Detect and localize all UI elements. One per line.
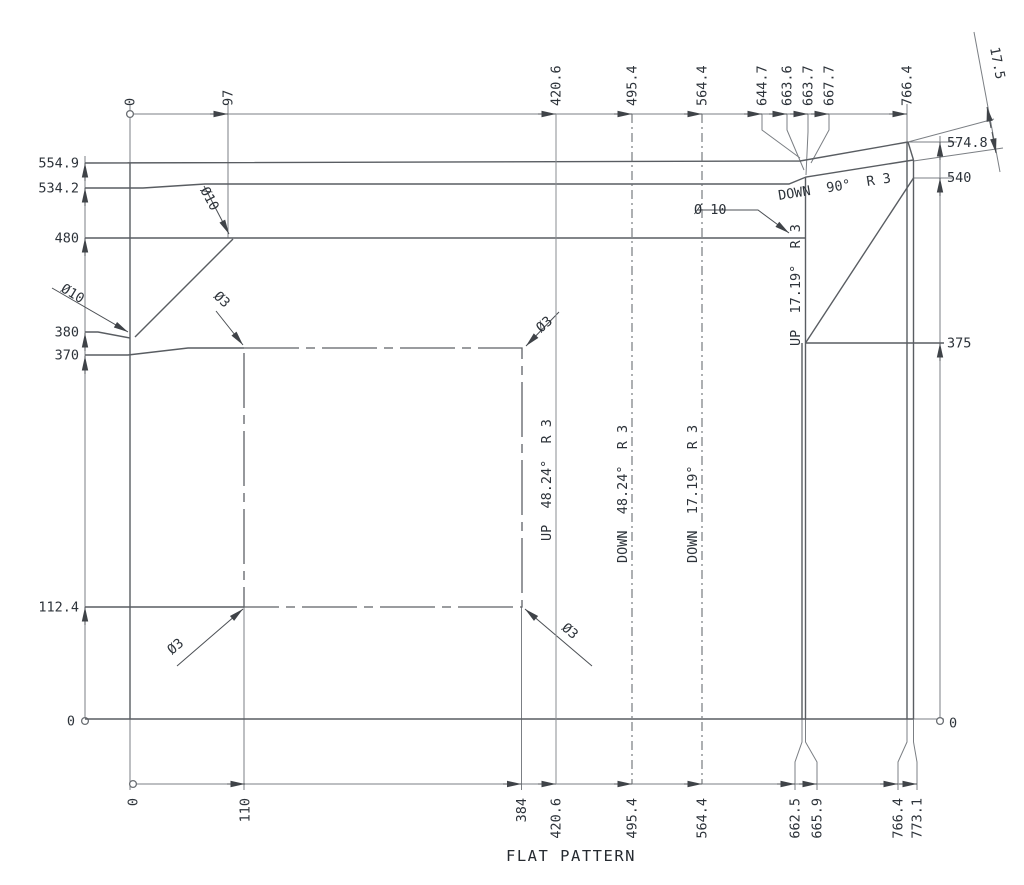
- top-dim-label-564: 564.4: [695, 65, 711, 106]
- diag-extension-bottom: [913, 147, 1004, 162]
- origin-marker-top: [125, 109, 135, 119]
- bend-note-up1719: UP 17.19° R 3: [788, 224, 804, 346]
- extension-x766-bottom: [897, 719, 908, 790]
- drawing-caption: FLAT PATTERN: [506, 847, 636, 865]
- d10-right-callout: Ø 10: [694, 202, 727, 218]
- extension-x662: [794, 719, 803, 790]
- bottom-dim-label-495: 495.4: [625, 798, 641, 839]
- left-dim-label-480: 480: [55, 231, 79, 247]
- bottom-dim-label-662: 662.5: [788, 798, 804, 839]
- wall-diagonal-edge: [804, 177, 915, 344]
- leader-d10-left: [51, 287, 129, 333]
- leader-d3-botright: [524, 608, 593, 667]
- top-dim-label-663a: 663.6: [780, 65, 796, 106]
- dimension-arrows: [81, 106, 997, 788]
- top-dim-label-644: 644.7: [755, 65, 771, 106]
- top-dim-label-667: 667.7: [822, 65, 838, 106]
- diag-extension-top: [907, 118, 995, 143]
- left-dim-label-370: 370: [55, 348, 79, 364]
- part-outline: [84, 114, 944, 784]
- right-dim-label-540: 540: [947, 170, 971, 186]
- bottom-dim-label-110: 110: [238, 798, 254, 822]
- left-dim-label-534: 534.2: [38, 181, 79, 197]
- dimension-labels: 0 97 420.6 495.4 564.4 644.7 663.6 663.7…: [38, 46, 1008, 839]
- leader-d3-botleft: [176, 608, 244, 667]
- right-dim-label-574: 574.8: [947, 135, 988, 151]
- top-dim-label-663b: 663.7: [801, 65, 817, 106]
- leader-d3-topleft: [215, 310, 244, 346]
- bend-note-down4824: DOWN 48.24° R 3: [615, 425, 631, 563]
- bottom-dim-label-0: 0: [126, 798, 142, 806]
- left-dim-label-554: 554.9: [38, 156, 79, 172]
- bottom-dim-label-420: 420.6: [549, 798, 565, 839]
- extension-x773: [913, 719, 918, 790]
- leader-d3-topright: [525, 311, 560, 347]
- right-dim-label-0: 0: [949, 716, 957, 732]
- bend-line-down90: [85, 159, 914, 189]
- bottom-dim-label-564: 564.4: [695, 798, 711, 839]
- leader-d10-right: [697, 209, 790, 234]
- bend-note-up4824: UP 48.24° R 3: [539, 419, 555, 541]
- extension-x644: [761, 114, 801, 159]
- left-dim-label-380: 380: [55, 325, 79, 341]
- bend-note-down1719: DOWN 17.19° R 3: [685, 425, 701, 563]
- extension-x665: [805, 719, 818, 790]
- extension-x663b: [805, 114, 809, 176]
- bottom-dim-label-384: 384: [514, 798, 530, 822]
- extension-y380: [85, 331, 131, 339]
- extension-x667: [810, 114, 830, 164]
- bottom-dim-label-766: 766.4: [891, 798, 907, 839]
- bottom-dim-label-773: 773.1: [910, 798, 926, 839]
- left-dim-label-112: 112.4: [38, 600, 79, 616]
- line-y370: [85, 347, 244, 356]
- bend-annotations: UP 48.24° R 3 DOWN 48.24° R 3 DOWN 17.19…: [539, 170, 892, 563]
- top-dim-label-766: 766.4: [900, 65, 916, 106]
- diag-dim-label: 17.5: [986, 46, 1008, 81]
- leader-lines: [51, 185, 790, 667]
- square-cutout: [243, 347, 523, 608]
- leader-d10-topleft: [203, 185, 230, 235]
- top-dim-label-420: 420.6: [549, 65, 565, 106]
- top-dim-label-495: 495.4: [625, 65, 641, 106]
- top-edge: [84, 141, 909, 164]
- top-dim-label-97: 97: [221, 90, 237, 106]
- origin-marker-bottom: [128, 779, 138, 789]
- right-dim-label-375: 375: [947, 336, 971, 352]
- left-dim-label-0: 0: [67, 714, 75, 730]
- origin-marker-right: [935, 716, 945, 726]
- corner-diagonal-line: [134, 238, 234, 338]
- extension-x663a: [786, 114, 805, 171]
- top-dim-label-0: 0: [123, 98, 139, 106]
- flange-end-edge: [907, 141, 915, 161]
- bottom-dim-label-665: 665.9: [810, 798, 826, 839]
